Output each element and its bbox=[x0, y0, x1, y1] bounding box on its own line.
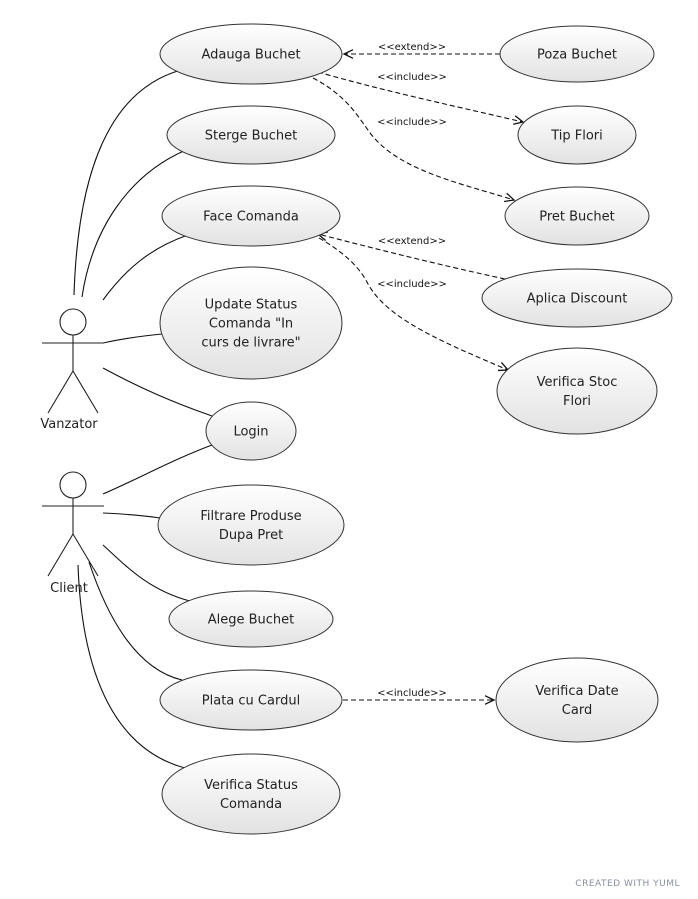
use-case-label: Comanda bbox=[220, 797, 282, 812]
use-case-label: Card bbox=[562, 703, 592, 718]
use-case-label: Dupa Pret bbox=[219, 528, 283, 543]
association-client-filtrare-produse bbox=[102, 512, 161, 519]
use-case-sterge-buchet: Sterge Buchet bbox=[166, 105, 336, 165]
stick-figure-icon bbox=[42, 308, 104, 414]
association-vanzator-adauga-buchet bbox=[73, 69, 182, 296]
use-case-ellipse bbox=[504, 186, 650, 246]
use-case-ellipse bbox=[205, 401, 297, 461]
stick-figure-icon bbox=[42, 471, 104, 577]
relation-label: <<extend>> bbox=[378, 42, 446, 53]
use-case-label: Update Status bbox=[205, 298, 298, 313]
use-case-ellipse bbox=[168, 590, 334, 648]
association-client-alege-buchet bbox=[102, 544, 191, 602]
use-case-face-comanda: Face Comanda bbox=[161, 185, 341, 247]
use-case-label: Flori bbox=[563, 394, 591, 409]
footer-credit: CREATED WITH YUML bbox=[575, 879, 680, 889]
relation-label: <<extend>> bbox=[378, 236, 446, 247]
use-case-label: Alege Buchet bbox=[208, 613, 295, 628]
use-case-ellipse bbox=[159, 669, 343, 731]
use-case-ellipse bbox=[496, 347, 658, 435]
relation-adauga-buchet-tip-flori bbox=[317, 71, 524, 123]
relation-adauga-buchet-pret-buchet bbox=[312, 77, 515, 201]
relation-aplica-discount-face-comanda bbox=[317, 233, 506, 280]
actor-vanzator: Vanzator bbox=[40, 308, 104, 432]
use-case-label: Sterge Buchet bbox=[205, 129, 298, 144]
use-case-poza-buchet: Poza Buchet bbox=[499, 25, 655, 83]
arrowhead bbox=[342, 49, 354, 59]
use-case-label: Verifica Date bbox=[535, 684, 618, 699]
relation-face-comanda-verifica-stoc-flori bbox=[311, 233, 509, 371]
use-case-label: Poza Buchet bbox=[537, 48, 617, 63]
arrowhead bbox=[513, 115, 525, 125]
use-case-ellipse bbox=[517, 105, 637, 165]
use-case-ellipse bbox=[481, 268, 673, 328]
use-case-ellipse bbox=[166, 105, 336, 165]
use-case-label: Adauga Buchet bbox=[201, 48, 300, 63]
use-case-plata-cu-cardul: Plata cu Cardul bbox=[159, 669, 343, 731]
use-case-label: Comanda "In bbox=[209, 317, 293, 332]
use-case-pret-buchet: Pret Buchet bbox=[504, 186, 650, 246]
association-vanzator-login bbox=[102, 367, 213, 417]
actor-label: Client bbox=[50, 581, 88, 596]
use-case-label: Tip Flori bbox=[550, 129, 603, 144]
association-vanzator-sterge-buchet bbox=[81, 149, 187, 298]
use-case-adauga-buchet: Adauga Buchet bbox=[159, 23, 343, 85]
use-case-label: Verifica Stoc bbox=[537, 375, 618, 390]
relation-label: <<include>> bbox=[377, 72, 447, 83]
use-case-label: Face Comanda bbox=[203, 210, 299, 225]
association-client-plata-cu-cardul bbox=[88, 561, 183, 681]
association-client-login bbox=[102, 444, 213, 495]
dependency-arrows: <<extend>> <<include>> <<include>> <<extend… bbox=[311, 42, 525, 705]
use-case-ellipse bbox=[159, 266, 343, 380]
use-case-label: Pret Buchet bbox=[539, 210, 615, 225]
use-case-ellipse bbox=[495, 657, 659, 743]
use-case-ellipse bbox=[161, 753, 341, 835]
association-vanzator-update-status bbox=[102, 333, 163, 344]
use-case-login: Login bbox=[205, 401, 297, 461]
use-case-ellipse bbox=[499, 25, 655, 83]
use-case-aplica-discount: Aplica Discount bbox=[481, 268, 673, 328]
association-vanzator-face-comanda bbox=[102, 234, 189, 301]
use-case-label: Login bbox=[233, 425, 268, 440]
association-lines bbox=[73, 69, 213, 769]
use-case-tip-flori: Tip Flori bbox=[517, 105, 637, 165]
arrowhead bbox=[504, 192, 516, 203]
use-case-label: Plata cu Cardul bbox=[202, 694, 300, 709]
use-case-label: curs de livrare" bbox=[201, 336, 300, 351]
association-client-verifica-status-comanda bbox=[77, 564, 186, 769]
relation-label: <<include>> bbox=[377, 688, 447, 699]
relation-label: <<include>> bbox=[377, 117, 447, 128]
relation-label: <<include>> bbox=[377, 279, 447, 290]
use-case-label: Filtrare Produse bbox=[200, 509, 301, 524]
actor-label: Vanzator bbox=[40, 417, 98, 432]
use-case-ellipse bbox=[159, 23, 343, 85]
use-case-alege-buchet: Alege Buchet bbox=[168, 590, 334, 648]
use-case-label: Verifica Status bbox=[204, 778, 298, 793]
arrowhead bbox=[484, 695, 496, 705]
use-case-ellipse bbox=[161, 185, 341, 247]
use-case-label: Aplica Discount bbox=[527, 292, 628, 307]
use-case-ellipse bbox=[157, 484, 345, 566]
actor-client: Client bbox=[42, 471, 104, 596]
